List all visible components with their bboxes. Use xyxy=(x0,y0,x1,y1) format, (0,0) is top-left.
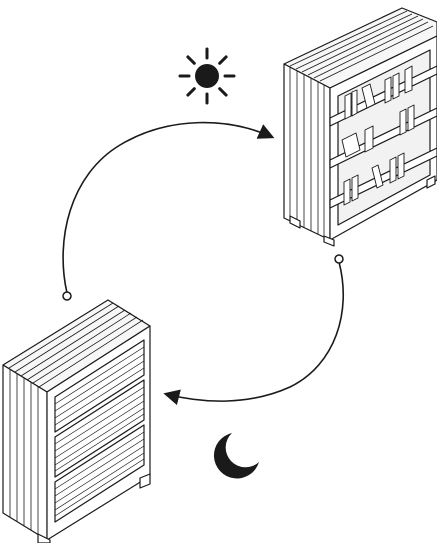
books-row-bottom xyxy=(343,152,405,206)
books-row-top xyxy=(344,65,413,120)
sun-icon xyxy=(178,47,236,105)
books-row-middle xyxy=(341,104,415,158)
closed-cabinet xyxy=(2,299,151,543)
cycle-arrow-to-closed xyxy=(163,254,345,406)
cycle-arrow-to-open xyxy=(62,121,275,301)
arc-start-marker xyxy=(334,254,344,264)
moon-icon xyxy=(213,433,259,479)
open-bookshelf xyxy=(283,7,437,247)
arc-start-marker xyxy=(62,291,72,301)
